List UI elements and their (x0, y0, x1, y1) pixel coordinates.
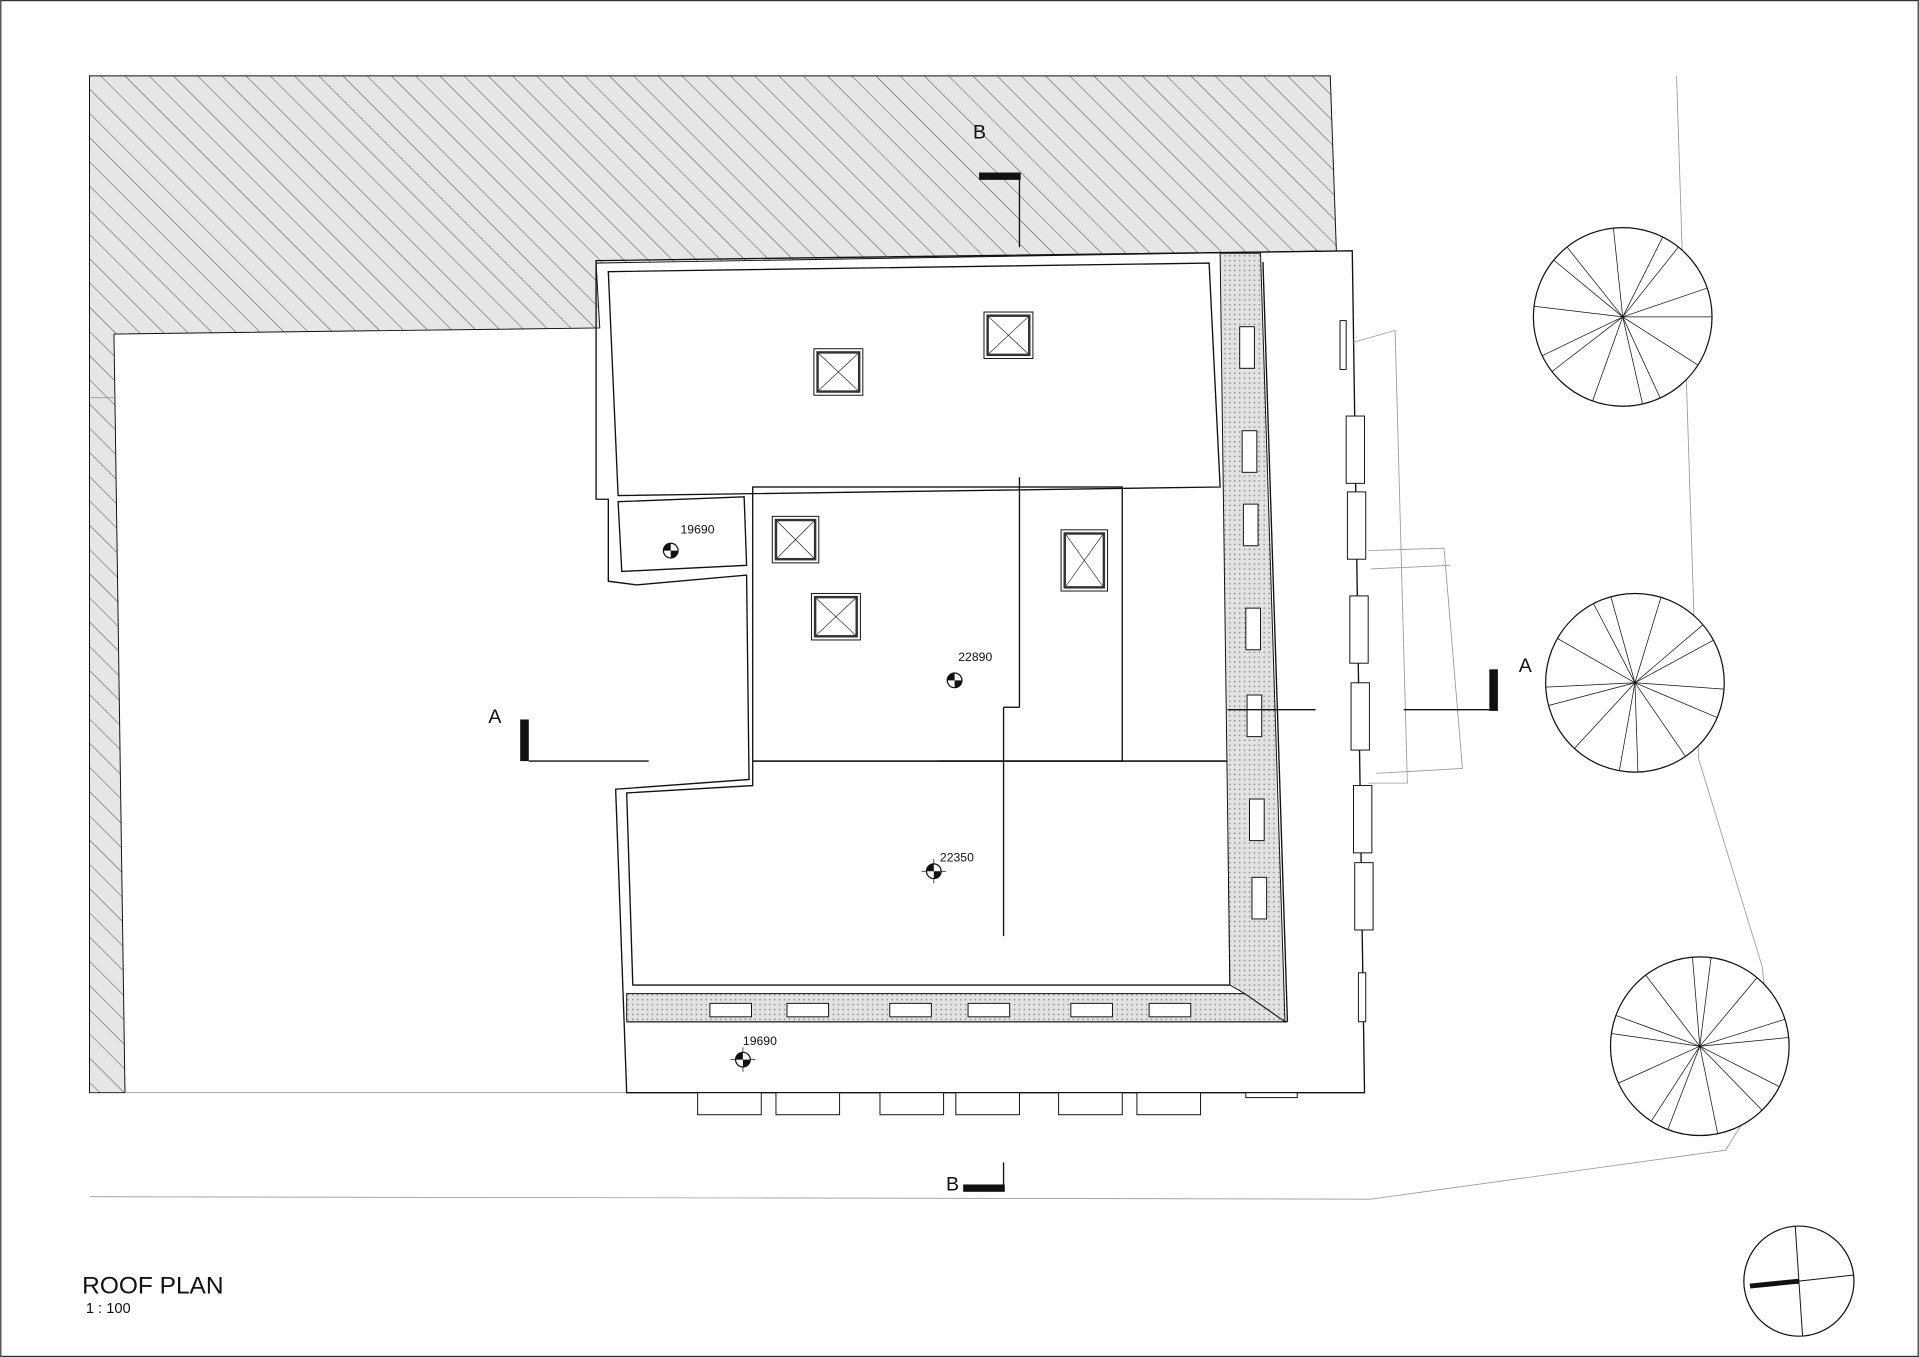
tree-branch (1699, 1045, 1780, 1088)
tree-branch (1545, 682, 1635, 688)
section-label-b-bottom: B (946, 1174, 959, 1196)
tree-symbol (1545, 592, 1725, 773)
north-arrow (1743, 1225, 1855, 1337)
skylight (983, 311, 1034, 360)
tree-symbol (1532, 226, 1713, 407)
elevation-marker-middle-roof: 22890 (946, 650, 992, 689)
tree-branch (1622, 316, 1699, 366)
tree-branch (1634, 639, 1714, 684)
tree-branch (1634, 682, 1639, 773)
svg-text:22350: 22350 (940, 850, 974, 864)
tree-branch (1613, 228, 1624, 317)
tree-branch (1667, 1046, 1701, 1130)
tree-branch (1553, 259, 1623, 318)
skylight (810, 592, 861, 641)
south-gutter-outlets (709, 1002, 1192, 1018)
tree-branch (1699, 1018, 1786, 1047)
tree-branch (1622, 287, 1708, 318)
elevation-marker-terrace-lower: 19690 (730, 1034, 777, 1072)
tree-branch (1566, 246, 1623, 318)
tree-branch (1699, 977, 1758, 1047)
section-label-b-top: B (973, 121, 986, 143)
tree-branch (1645, 974, 1701, 1047)
tree-branch (1611, 1033, 1700, 1047)
svg-text:19690: 19690 (743, 1034, 777, 1048)
tree-branch (1699, 1046, 1719, 1134)
tree-branch (1610, 596, 1636, 683)
tree-branch (1557, 638, 1636, 684)
skylight (771, 515, 820, 564)
tree-branch (1622, 236, 1664, 318)
elevation-marker-terrace-upper: 19690 (662, 523, 715, 559)
neighbor-building-hatch (89, 75, 1337, 1094)
site-boundary-east (1676, 75, 1775, 1077)
skylight (1060, 529, 1109, 592)
tree-branch (1634, 624, 1704, 684)
east-terrace-outline (1352, 329, 1463, 784)
svg-text:19690: 19690 (681, 523, 715, 537)
tree-branch (1699, 957, 1712, 1047)
building-outline (595, 250, 1366, 1094)
tree-branch (1634, 597, 1662, 683)
tree-branch (1618, 1045, 1700, 1084)
section-a-left: A (488, 706, 1316, 762)
skylight (813, 348, 864, 396)
tree-branch (1622, 316, 1643, 405)
tree-branch (1622, 316, 1661, 399)
tree-branch (1634, 682, 1686, 757)
tree-branch (1574, 682, 1636, 749)
tree-branch (1533, 305, 1623, 318)
section-a-right: A (1403, 655, 1533, 711)
tree-branch (1699, 1037, 1789, 1047)
east-gutter-outlets (1239, 326, 1268, 920)
drawing-title: ROOF PLAN (82, 1272, 223, 1299)
tree-branch (1548, 682, 1636, 706)
tree-branch (1699, 1045, 1763, 1111)
east-inner-edge (1262, 261, 1289, 1022)
tree-branch (1634, 682, 1718, 718)
tree-branch (1592, 316, 1624, 402)
elevation-marker-lower-roof: 22350 (921, 850, 974, 884)
tree-branch (1593, 603, 1636, 683)
section-b-top: B (973, 121, 1021, 937)
tree-branch (1618, 682, 1636, 771)
section-label-a-right: A (1519, 655, 1533, 677)
tree-branch (1615, 1015, 1700, 1047)
svg-text:22890: 22890 (958, 650, 992, 664)
east-bay-windows (1339, 320, 1374, 1023)
south-bay-windows (697, 1092, 1298, 1116)
section-b-bottom: B (946, 1162, 1005, 1196)
upper-roof (607, 262, 1221, 497)
drawing-scale: 1 : 100 (86, 1301, 131, 1317)
tree-branch (1692, 957, 1701, 1047)
tree-branch (1634, 682, 1725, 690)
tree-branch (1650, 1045, 1701, 1122)
terrace-upper (617, 496, 748, 573)
tree-branch (1551, 316, 1623, 372)
tree-branch (1622, 246, 1679, 318)
tree-symbol (1609, 956, 1790, 1137)
tree-branch (1542, 316, 1623, 357)
section-label-a-left: A (488, 706, 502, 728)
